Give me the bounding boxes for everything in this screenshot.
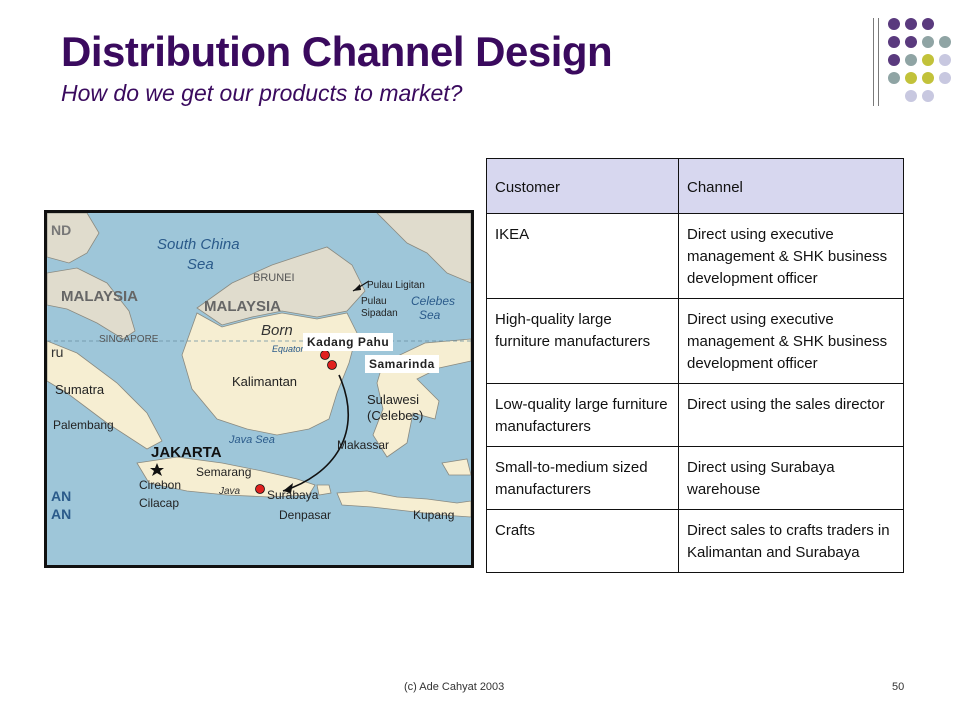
map-label: ND xyxy=(51,222,72,238)
cell-channel: Direct using Surabaya warehouse xyxy=(678,446,904,510)
decor-dot xyxy=(922,36,934,48)
map-label: Sumatra xyxy=(55,382,105,397)
map-label: Equator xyxy=(272,344,304,354)
land-lesser-sunda xyxy=(336,490,471,518)
decor-dot xyxy=(939,72,951,84)
land-java xyxy=(136,456,316,498)
decor-line-1 xyxy=(873,18,874,106)
map-label: Java xyxy=(219,486,241,497)
kadang-pahu-marker xyxy=(320,350,330,360)
ligitan-arrowhead xyxy=(353,284,361,291)
table-row: Crafts Direct sales to crafts traders in… xyxy=(486,509,904,573)
map-label: ru xyxy=(51,344,64,360)
jakarta-star xyxy=(150,463,164,476)
page-number: 50 xyxy=(892,681,905,693)
map-label: South China xyxy=(157,236,240,253)
map-label: Palembang xyxy=(53,418,114,432)
map-label: SINGAPORE xyxy=(99,334,159,345)
cell-channel: Direct using the sales director xyxy=(678,383,904,447)
map-label: MALAYSIA xyxy=(204,298,281,315)
land-bali xyxy=(316,484,332,496)
decor-dot xyxy=(939,36,951,48)
cell-customer: Small-to-medium sized manufacturers xyxy=(486,446,679,510)
cell-customer: Low-quality large furniture manufacturer… xyxy=(486,383,679,447)
decor-dot xyxy=(905,36,917,48)
decor-dot xyxy=(922,18,934,30)
map-label: Makassar xyxy=(337,438,390,452)
map-label: Born xyxy=(261,322,293,339)
cell-channel: Direct using executive management & SHK … xyxy=(678,213,904,299)
map-label: Pulau Ligitan xyxy=(367,280,425,291)
table-row: High-quality large furniture manufacture… xyxy=(486,298,904,384)
map-label: Celebes xyxy=(411,294,456,308)
map-label: JAKARTA xyxy=(151,444,222,461)
decor-dot xyxy=(905,90,917,102)
decor-dot xyxy=(888,72,900,84)
map-label: Surabaya xyxy=(267,488,319,502)
map-label: Java Sea xyxy=(229,434,275,446)
decor-dot xyxy=(939,54,951,66)
map-label: Sea xyxy=(419,308,441,322)
table-row: Small-to-medium sized manufacturers Dire… xyxy=(486,446,904,510)
land-borneo-north xyxy=(196,246,366,326)
callout-kadang-pahu: Kadang Pahu xyxy=(303,333,394,351)
header-customer: Customer xyxy=(486,158,679,214)
route-arrow xyxy=(282,374,350,492)
map-label: Sea xyxy=(187,256,214,273)
decor-dot xyxy=(888,36,900,48)
decor-dot xyxy=(905,18,917,30)
land-philippines xyxy=(376,213,471,284)
decor-dot xyxy=(922,72,934,84)
callout-samarinda: Samarinda xyxy=(365,355,439,373)
map-label: (Celebes) xyxy=(367,408,424,423)
channel-table: Customer Channel IKEA Direct using execu… xyxy=(486,158,904,573)
map-label: Cirebon xyxy=(139,478,182,492)
table-header-row: Customer Channel xyxy=(486,158,904,214)
cell-customer: Crafts xyxy=(486,509,679,573)
map-label: Cilacap xyxy=(139,496,180,510)
footer-credit: (c) Ade Cahyat 2003 xyxy=(404,681,505,693)
land-small-islands xyxy=(441,458,471,476)
land-sumatra xyxy=(47,340,163,450)
map-label: Denpasar xyxy=(279,508,332,522)
route-arrowhead xyxy=(283,483,293,493)
surabaya-marker xyxy=(255,484,265,494)
header-channel: Channel xyxy=(678,158,904,214)
map-label: AN xyxy=(51,506,72,522)
map-label: BRUNEI xyxy=(253,272,295,284)
decor-dot xyxy=(888,18,900,30)
cell-channel: Direct using executive management & SHK … xyxy=(678,298,904,384)
table-row: Low-quality large furniture manufacturer… xyxy=(486,383,904,447)
map-label: Sulawesi xyxy=(367,392,420,407)
table-row: IKEA Direct using executive management &… xyxy=(486,213,904,299)
samarinda-marker xyxy=(327,360,337,370)
slide-title: Distribution Channel Design xyxy=(61,28,613,75)
decor-dot xyxy=(922,90,934,102)
land-peninsular-malaysia xyxy=(47,267,136,340)
decor-line-2 xyxy=(878,18,879,106)
decor-dot xyxy=(905,54,917,66)
indonesia-map: ND South China Sea BRUNEI MALAYSIA MALAY… xyxy=(44,210,474,568)
decor-dot xyxy=(922,54,934,66)
map-graphic xyxy=(47,213,471,565)
slide-subtitle: How do we get our products to market? xyxy=(61,80,463,106)
map-label: MALAYSIA xyxy=(61,288,138,305)
map-label: Kupang xyxy=(413,508,455,522)
cell-customer: IKEA xyxy=(486,213,679,299)
cell-channel: Direct sales to crafts traders in Kalima… xyxy=(678,509,904,573)
map-label: Pulau xyxy=(361,296,387,307)
map-label: Kalimantan xyxy=(232,374,298,389)
cell-customer: High-quality large furniture manufacture… xyxy=(486,298,679,384)
decor-dot xyxy=(888,54,900,66)
map-label: AN xyxy=(51,488,72,504)
decor-dot-grid xyxy=(886,18,956,108)
map-label: Sipadan xyxy=(361,308,398,319)
decor-dot xyxy=(905,72,917,84)
map-label: Semarang xyxy=(196,465,252,479)
land-indochina xyxy=(47,213,100,264)
